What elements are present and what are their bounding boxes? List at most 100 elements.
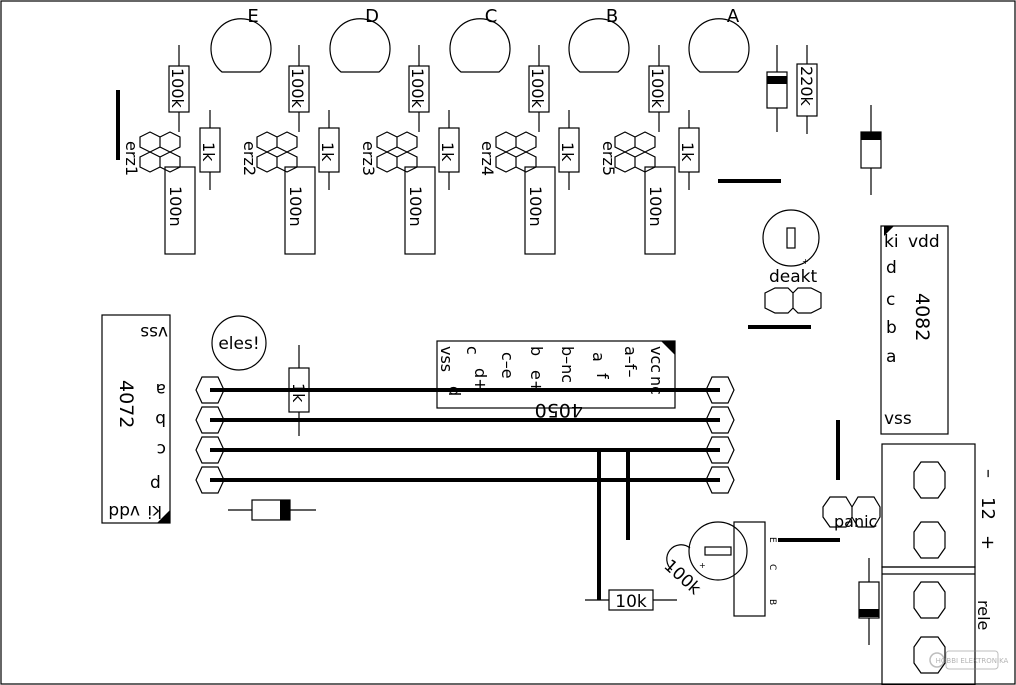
input-pad-c [449, 18, 511, 73]
svg-text:HOBBI ELEKTRONIKA: HOBBI ELEKTRONIKA [936, 657, 1009, 665]
ic4050-pin-d-plus: d+ [471, 368, 490, 392]
input-label-c: C [485, 6, 498, 27]
resistor-10k [608, 589, 654, 611]
ic4072-pin-d: d [150, 473, 161, 493]
erz3-pads [376, 131, 418, 173]
ic-4050 [436, 340, 676, 409]
terminal-pad-rele-1 [913, 581, 946, 619]
ic4072-pin-a: a [156, 379, 166, 399]
input-label-d: D [365, 6, 379, 27]
label-erz3: erz3 [359, 141, 378, 176]
input-pad-e [210, 18, 272, 73]
resistor-100k-4 [528, 65, 550, 113]
deakt-capacitor [762, 209, 820, 267]
ic4050-pin-nc: nc [647, 376, 666, 395]
label-100k-4: 100k [528, 68, 547, 109]
resistor-100k-2 [288, 65, 310, 113]
capacitor-100n-3 [404, 166, 436, 255]
label-100n-3: 100n [406, 186, 425, 227]
label-erz4: erz4 [478, 141, 497, 176]
input-pad-d [329, 18, 391, 73]
label-panic: panic [834, 512, 877, 531]
erz1-pads [139, 131, 181, 173]
power-minus: – [978, 469, 999, 478]
ic4050-name: 4050 [535, 399, 583, 421]
label-10k: 10k [615, 592, 647, 612]
ic4082-pin-b: b [886, 318, 897, 338]
ic4082-pin-c: c [886, 290, 895, 310]
input-label-e: E [247, 6, 258, 27]
eles-pad [211, 315, 267, 371]
terminal-pad-minus [913, 461, 946, 499]
resistor-1k-5 [678, 127, 700, 173]
capacitor-100n-5 [644, 166, 676, 255]
ic4072-pin-ki: ki [147, 501, 162, 521]
right-connector-pads [705, 376, 735, 494]
terminal-pad-rele-2 [913, 636, 946, 674]
ic4050-pin-b: b [527, 346, 546, 356]
ic4050-pin-b-nc: b–nc [558, 346, 577, 383]
label-1k-3: 1k [438, 142, 457, 162]
label-100n-1: 100n [166, 186, 185, 227]
capacitor-100n-2 [284, 166, 316, 255]
label-1k-4: 1k [558, 142, 577, 162]
erz2-pads [256, 131, 298, 173]
diode-rele [858, 581, 880, 619]
ic4050-pin-a-f: a–f– [621, 346, 640, 377]
ic4050-pin-c-e: c–e [498, 352, 517, 379]
resistor-1k-3 [438, 127, 460, 173]
label-220k: 220k [797, 66, 816, 107]
label-100n-5: 100n [646, 186, 665, 227]
label-eles: eles! [218, 334, 259, 354]
ic4082-pin-ki: ki [884, 232, 899, 252]
ic4082-pin-d: d [886, 258, 897, 278]
erz5-pads [614, 131, 656, 173]
label-100n-4: 100n [526, 186, 545, 227]
label-100k-2: 100k [288, 68, 307, 109]
ic4082-pin-vdd: vdd [908, 232, 940, 252]
transistor-pin-e: E [767, 537, 777, 543]
resistor-1k-1 [199, 127, 221, 173]
diode-top [766, 71, 788, 109]
label-100k-5: 100k [648, 68, 667, 109]
ic4050-pin-c: c [463, 346, 482, 355]
label-erz5: erz5 [599, 141, 618, 176]
label-100k-1: 100k [168, 68, 187, 109]
deakt-pads [764, 287, 822, 314]
input-label-b: B [606, 6, 618, 27]
label-deakt: deakt [769, 267, 818, 287]
ic4050-pin-d: d [445, 386, 464, 396]
ic4050-pin-a: a [589, 352, 608, 362]
label-erz1: erz1 [122, 141, 141, 176]
ic4072-pin-b: b [155, 409, 166, 429]
resistor-1k-2 [318, 127, 340, 173]
power-voltage: 12 [977, 497, 998, 520]
terminal-pad-plus [913, 521, 946, 559]
ic4082-name: 4082 [911, 293, 933, 341]
label-1k-5: 1k [678, 142, 697, 162]
ic4072-pin-c: c [157, 439, 166, 459]
ic-4072 [101, 314, 171, 524]
ic4050-pin-vcc: vcc [647, 346, 666, 373]
transistor-bce [733, 521, 766, 617]
ic4072-name: 4072 [115, 380, 137, 428]
resistor-1k-4 [558, 127, 580, 173]
panic-pads [822, 496, 881, 528]
resistor-100k-3 [408, 65, 430, 113]
input-pad-b [568, 18, 630, 73]
label-100k-3: 100k [408, 68, 427, 109]
electrolytic-capacitor [688, 521, 748, 581]
ic4050-pin-f: f [593, 373, 612, 379]
trimmer-100k [666, 544, 691, 571]
rele-terminal [881, 566, 976, 685]
transistor-pin-c: C [767, 564, 777, 570]
ic4072-pin-vdd: vdd [108, 501, 140, 521]
resistor-220k [796, 63, 818, 117]
ic4082-pin-vss: vss [884, 409, 912, 429]
ic4082-pin-a: a [886, 347, 896, 367]
input-pad-a [688, 18, 750, 73]
deakt-polarity: + [802, 257, 809, 266]
label-1k-1: 1k [199, 142, 218, 162]
label-rele: rele [974, 600, 993, 630]
